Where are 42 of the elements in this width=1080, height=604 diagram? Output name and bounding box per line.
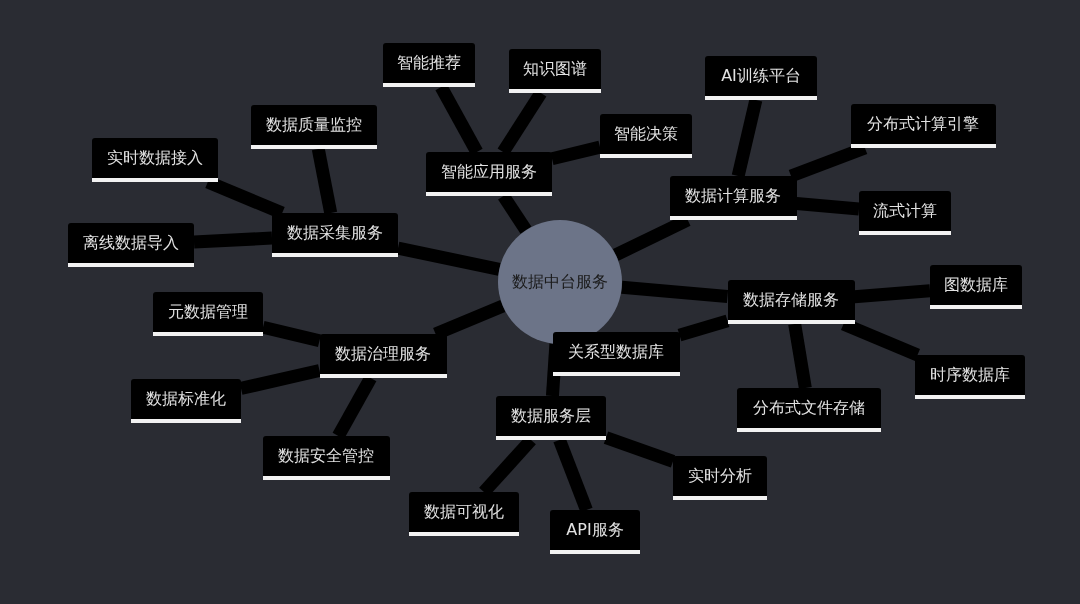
topic-box: 智能推荐 xyxy=(383,43,475,87)
topic-box: 数据采集服务 xyxy=(272,213,398,257)
topic-box: 图数据库 xyxy=(930,265,1022,309)
connector-line xyxy=(550,140,602,166)
connector-line xyxy=(311,147,338,215)
connector-line xyxy=(788,322,812,390)
topic-box: 数据标准化 xyxy=(131,379,241,423)
hub-circle: 数据中台服务 xyxy=(498,220,622,344)
topic-box: 知识图谱 xyxy=(509,49,601,93)
topic-box: 离线数据导入 xyxy=(68,223,194,267)
topic-box: 数据可视化 xyxy=(409,492,519,536)
connector-line xyxy=(193,231,273,249)
connector-line xyxy=(677,314,730,342)
connector-line xyxy=(545,343,563,397)
topic-box: 智能应用服务 xyxy=(426,152,552,196)
topic-box: 数据质量监控 xyxy=(251,105,377,149)
topic-box: 实时分析 xyxy=(673,456,767,500)
topic-box: API服务 xyxy=(550,510,640,554)
topic-box: 时序数据库 xyxy=(915,355,1025,399)
connector-line xyxy=(731,98,763,178)
topic-box: 数据存储服务 xyxy=(727,280,855,324)
topic-box: 智能决策 xyxy=(600,114,692,158)
topic-box: AI训练平台 xyxy=(705,56,817,100)
connector-line xyxy=(603,431,676,468)
topic-box: 数据治理服务 xyxy=(319,334,447,378)
topic-box: 实时数据接入 xyxy=(92,138,218,182)
topic-box: 元数据管理 xyxy=(153,292,263,336)
topic-box: 数据计算服务 xyxy=(669,176,797,220)
topic-box: 数据服务层 xyxy=(496,396,606,440)
connector-line xyxy=(205,176,285,219)
connector-line xyxy=(854,284,931,304)
topic-box: 分布式文件存储 xyxy=(737,388,881,432)
connector-line xyxy=(621,280,729,303)
topic-box: 数据安全管控 xyxy=(262,436,390,480)
connector-line xyxy=(239,364,321,395)
topic-box: 关系型数据库 xyxy=(552,332,680,376)
topic-box: 分布式计算引擎 xyxy=(850,104,996,148)
connector-line xyxy=(396,241,501,276)
connector-line xyxy=(261,320,322,348)
connector-line xyxy=(795,197,860,216)
topic-box: 流式计算 xyxy=(859,191,951,235)
connector-line xyxy=(553,437,593,513)
